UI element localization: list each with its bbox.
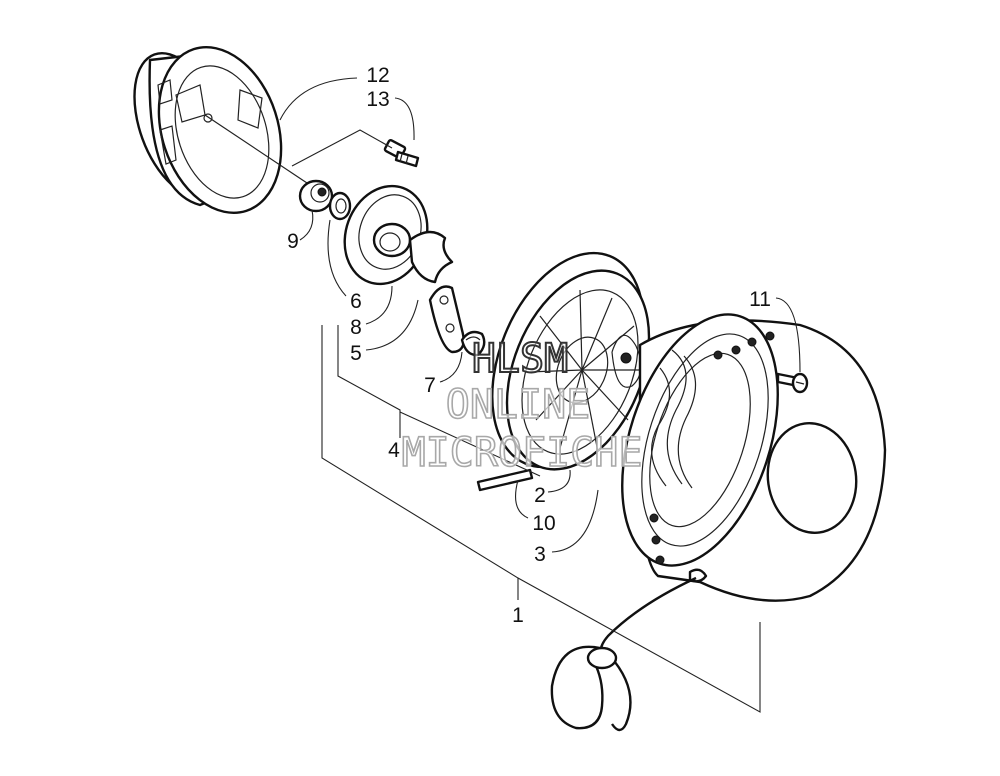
leader-lines xyxy=(279,77,801,713)
callout-4: 4 xyxy=(388,439,400,462)
callout-1: 1 xyxy=(512,604,524,627)
watermark-line-3: MICROFICHE xyxy=(402,430,643,476)
cam-pulley xyxy=(343,184,454,286)
spring-clip xyxy=(460,330,486,357)
callout-10: 10 xyxy=(532,512,555,535)
starter-cup xyxy=(133,45,311,215)
callout-labels: 1 2 3 4 5 6 7 8 9 10 11 12 13 xyxy=(287,64,771,627)
callout-13: 13 xyxy=(366,88,389,111)
callout-9: 9 xyxy=(287,230,299,253)
watermark: HLSM ONLINE MICROFICHE xyxy=(401,335,643,477)
callout-2: 2 xyxy=(534,484,546,507)
callout-12: 12 xyxy=(366,64,389,87)
callout-8: 8 xyxy=(350,316,362,339)
bolt xyxy=(383,138,420,168)
rope-reel xyxy=(491,251,651,471)
screw xyxy=(776,372,809,394)
callout-6: 6 xyxy=(350,290,362,313)
bushing xyxy=(298,179,334,213)
starter-rope xyxy=(550,576,697,732)
callout-7: 7 xyxy=(424,374,436,397)
pawl xyxy=(428,285,465,354)
washer xyxy=(328,191,352,221)
watermark-line-1: HLSM xyxy=(472,336,568,382)
watermark-line-2: ONLINE xyxy=(446,382,591,428)
starter-housing xyxy=(621,313,887,602)
callout-5: 5 xyxy=(350,342,362,365)
callout-11: 11 xyxy=(749,288,771,311)
callout-3: 3 xyxy=(534,543,546,566)
